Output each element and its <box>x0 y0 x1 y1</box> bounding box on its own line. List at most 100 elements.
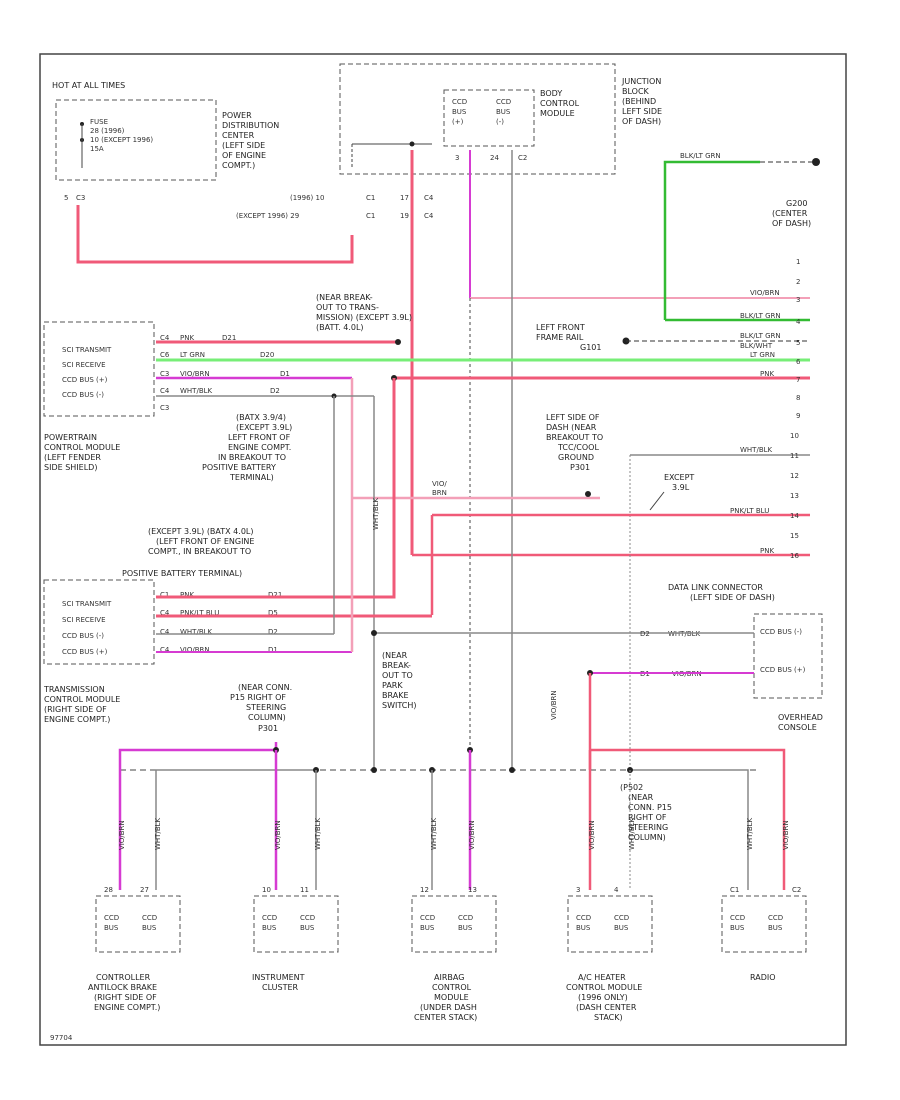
pcm-wire-color-4: WHT/BLK <box>180 387 213 395</box>
module-radio: CCD BUS CCD BUS C1 C2 WHT/BLK VIO/BRN RA… <box>721 817 807 982</box>
dash-breakout: LEFT SIDE OF DASH (NEAR BREAKOUT TO TCC/… <box>430 413 810 770</box>
tcm-pin-ccd-minus: CCD BUS (-) <box>62 632 104 640</box>
pdc-label-2: DISTRIBUTION <box>222 121 279 130</box>
row-3: 3 <box>796 296 800 304</box>
dash-near-2: DASH (NEAR <box>546 423 597 432</box>
ac-pin2-b: BUS <box>614 924 629 932</box>
bcm-pin-3: 3 <box>455 154 459 162</box>
pcm-pin-ccd-minus: CCD BUS (-) <box>62 391 104 399</box>
cluster-pin2-a: CCD <box>300 914 315 922</box>
abs-pin2-a: CCD <box>142 914 157 922</box>
rwire-8: PNK/LT BLU <box>730 507 769 515</box>
tcm-wire-color-2: PNK/LT BLU <box>180 609 219 617</box>
ac-label-3: (1996 ONLY) <box>578 993 628 1002</box>
bcm-pin-2-a: CCD <box>496 98 511 106</box>
abs-pin1-b: BUS <box>104 924 119 932</box>
dash-near-5: GROUND <box>558 453 594 462</box>
radio-label: RADIO <box>750 973 776 982</box>
row-5: 5 <box>796 339 800 347</box>
radio-pin1-b: BUS <box>730 924 745 932</box>
row-12: 12 <box>790 472 799 480</box>
airbag-pin2-a: CCD <box>458 914 473 922</box>
airbag-label-2: CONTROL <box>432 983 472 992</box>
tcm-box <box>43 579 155 665</box>
tcm-wire-circuit-1: D21 <box>268 591 282 599</box>
tcm-label-3: (RIGHT SIDE OF <box>44 705 107 714</box>
tcm-pin-sci-rx: SCI RECEIVE <box>62 616 106 624</box>
abs-num-1: 28 <box>104 886 113 894</box>
pcm-pin-sci-rx: SCI RECEIVE <box>62 361 106 369</box>
abs-pin2-b: BUS <box>142 924 157 932</box>
except-39-1: EXCEPT <box>664 473 694 482</box>
pdc-pin-r2: (EXCEPT 1996) 29 <box>236 212 299 220</box>
splice-top: (NEAR BREAK- OUT TO TRANS- MISSION) (EXC… <box>316 293 630 352</box>
pdc-conn-c4: C4 <box>424 194 434 202</box>
dlc-pin-minus: CCD BUS (-) <box>760 628 802 636</box>
pdc-pin-5: 5 <box>64 194 68 202</box>
module-abs: CCD BUS CCD BUS 28 27 VIO/BRN WHT/BLK CO… <box>88 817 181 1012</box>
ac-pin1-a: CCD <box>576 914 591 922</box>
tcm-wire-circuit-2: D5 <box>268 609 278 617</box>
tcm-label-1: TRANSMISSION <box>43 685 105 694</box>
splice-mid-4: ENGINE COMPT. <box>228 443 291 452</box>
rwire-2: VIO/BRN <box>750 289 780 297</box>
pdc-pin-17: 17 <box>400 194 409 202</box>
airbag-pin1-a: CCD <box>420 914 435 922</box>
tcm-label-4: ENGINE COMPT.) <box>44 715 110 724</box>
ac-num-1: 3 <box>576 886 580 894</box>
bcm-label-3: MODULE <box>540 109 575 118</box>
splice-low-4: POSITIVE BATTERY TERMINAL) <box>122 569 242 578</box>
bottom-bus <box>118 742 786 890</box>
near-break-6: SWITCH) <box>382 701 417 710</box>
abs-box <box>95 895 181 953</box>
junction-label-3: (BEHIND <box>622 97 656 106</box>
pdc-pin-19: 19 <box>400 212 409 220</box>
data-link-connector: DATA LINK CONNECTOR (LEFT SIDE OF DASH) … <box>550 583 823 770</box>
radio-pin2-b: BUS <box>768 924 783 932</box>
row-8: 8 <box>796 394 800 402</box>
row-7: 7 <box>796 376 800 384</box>
top-wires <box>76 150 812 770</box>
airbag-pin1-b: BUS <box>420 924 435 932</box>
tcm-wire-pin-3: C4 <box>160 628 170 636</box>
junction-label-1: JUNCTION <box>621 77 661 86</box>
fuse-value-1996: 28 (1996) <box>90 127 125 135</box>
g200-wire-label: BLK/LT GRN <box>680 152 721 160</box>
fuse-value-except: 10 (EXCEPT 1996) <box>90 136 153 144</box>
dash-near-1: LEFT SIDE OF <box>546 413 600 422</box>
rwire-7: WHT/BLK <box>740 446 773 454</box>
g200-label-3: OF DASH) <box>772 219 811 228</box>
row-16: 16 <box>790 552 799 560</box>
row-9: 9 <box>796 412 800 420</box>
bcm-pin-1-c: (+) <box>452 118 464 126</box>
frame-rail-1: LEFT FRONT <box>536 323 585 332</box>
rwire-1: BLK/LT GRN <box>740 312 781 320</box>
fuse-label: FUSE <box>90 118 108 126</box>
hot-at-label: HOT AT ALL TIMES <box>52 81 125 90</box>
row-14: 14 <box>790 512 799 520</box>
pcm-wire-circuit-2: D20 <box>260 351 274 359</box>
ac-wire-2: WHT/BLK <box>628 817 636 850</box>
abs-label-2: ANTILOCK BRAKE <box>88 983 157 992</box>
tcm-wire-pin-1: C1 <box>160 591 169 599</box>
ac-num-2: 4 <box>614 886 619 894</box>
pdc-conn-r1: C1 <box>366 194 375 202</box>
cluster-num-1: 10 <box>262 886 271 894</box>
pcm-wire-pin-1: C4 <box>160 334 170 342</box>
p502-1: (P502 <box>620 783 643 792</box>
p502-6: COLUMN) <box>628 833 666 842</box>
abs-label-1: CONTROLLER <box>96 973 151 982</box>
pcm-wire-pin-2: C6 <box>160 351 170 359</box>
junction-label-5: OF DASH) <box>622 117 661 126</box>
dlc-box <box>753 613 823 699</box>
overhead-label-2: CONSOLE <box>778 723 817 732</box>
pdc-conn-c4b: C4 <box>424 212 434 220</box>
diagram-frame <box>39 53 847 1046</box>
cluster-pin1-a: CCD <box>262 914 277 922</box>
bcm-pin-24: 24 <box>490 154 499 162</box>
pcm-wire-color-2: LT GRN <box>180 351 205 359</box>
vio-brn-1: VIO/ <box>432 480 447 488</box>
splice-mid-5: IN BREAKOUT TO <box>218 453 286 462</box>
near-break-2: BREAK- <box>382 661 411 670</box>
bcm-label-2: CONTROL <box>540 99 580 108</box>
